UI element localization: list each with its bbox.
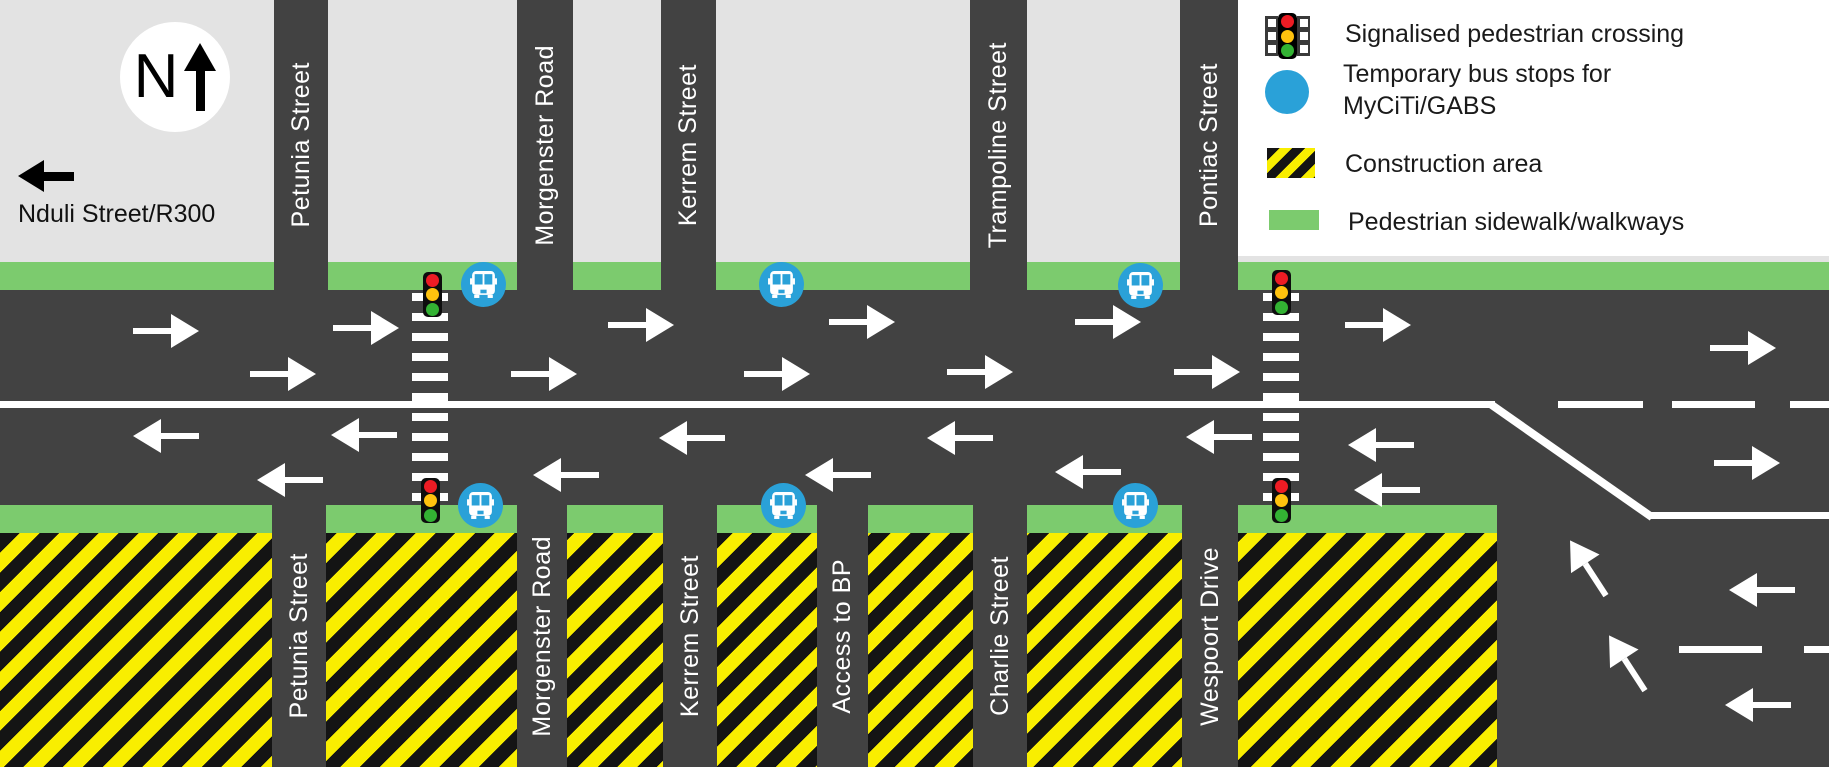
bus-stop-icon — [1118, 263, 1163, 308]
lane-arrow-left — [805, 458, 871, 492]
street-label: Trampoline Street — [984, 41, 1012, 249]
bus-stop-icon — [1113, 483, 1158, 528]
street-label: Kerrem Street — [675, 554, 704, 718]
street-band: Morgenster Road — [517, 505, 567, 767]
legend: Signalised pedestrian crossing Temporary… — [1238, 0, 1829, 256]
street-label: Wespoort Drive — [1195, 546, 1224, 726]
lane-arrow-right — [1714, 446, 1780, 480]
street-band: Charlie Street — [973, 505, 1027, 767]
lane-arrow-left — [1725, 688, 1791, 722]
lane-arrow-left — [533, 458, 599, 492]
lane-dash — [1790, 401, 1829, 408]
street-label: Morgenster Road — [530, 44, 559, 246]
street-label: Kerrem Street — [674, 63, 702, 227]
pedestrian-crossing — [412, 293, 448, 505]
street-label: Petunia Street — [286, 62, 315, 228]
bus-stop-icon — [458, 483, 503, 528]
legend-label-sidewalk: Pedestrian sidewalk/walkways — [1348, 208, 1685, 236]
lane-arrow-left — [1055, 455, 1121, 489]
offmap-street-label: Nduli Street/R300 — [18, 200, 216, 228]
lane-arrow-right — [1174, 355, 1240, 389]
lane-taper-line — [1488, 401, 1655, 521]
street-label: Petunia Street — [284, 553, 313, 719]
street-band: Morgenster Road — [517, 0, 573, 290]
lane-arrow-right — [744, 357, 810, 391]
lane-arrow-left — [1348, 428, 1414, 462]
city-block — [1027, 0, 1180, 262]
street-band: Petunia Street — [272, 505, 326, 767]
lane-arrow-right — [333, 311, 399, 345]
legend-label-construction: Construction area — [1345, 150, 1543, 178]
construction-icon — [1267, 148, 1315, 178]
lane-dash — [1804, 646, 1829, 653]
street-label: Charlie Street — [985, 556, 1014, 716]
legend-label-signal: Signalised pedestrian crossing — [1345, 20, 1685, 48]
traffic-light-icon — [421, 478, 440, 523]
lane-centre-line — [0, 401, 1495, 408]
street-band: Wespoort Drive — [1182, 505, 1238, 767]
signal-crossing-icon — [1265, 13, 1310, 59]
traffic-light-icon — [1272, 478, 1291, 523]
lane-arrow-right — [608, 308, 674, 342]
street-label: Access to BP — [828, 558, 856, 714]
lane-arrow-left — [1729, 573, 1795, 607]
legend-label-bus-line2: MyCiTi/GABS — [1343, 92, 1497, 120]
bus-stop-icon — [461, 262, 506, 307]
lane-arrow-left — [133, 419, 199, 453]
lane-arrow-right — [133, 314, 199, 348]
lane-arrow-right — [1075, 305, 1141, 339]
lane-arrow-right — [1345, 308, 1411, 342]
lane-dash — [1558, 401, 1643, 408]
construction-area — [0, 533, 1497, 767]
lane-arrow-left — [927, 421, 993, 455]
lane-arrow-left — [659, 421, 725, 455]
lane-dash — [1672, 401, 1755, 408]
street-band: Access to BP — [817, 505, 868, 767]
compass-north-label: N — [133, 42, 179, 111]
sidewalk-icon — [1269, 210, 1319, 230]
street-label: Morgenster Road — [527, 535, 556, 737]
lane-arrow-right — [829, 305, 895, 339]
bus-stop-icon — [1265, 70, 1309, 114]
street-band: Trampoline Street — [970, 0, 1027, 290]
lane-arrow-upleft — [1555, 531, 1620, 605]
traffic-light-icon — [423, 272, 442, 317]
bus-stop-icon — [761, 483, 806, 528]
lane-arrow-right — [1710, 331, 1776, 365]
city-block — [573, 0, 661, 262]
street-band: Petunia Street — [274, 0, 328, 290]
pedestrian-crossing — [1263, 293, 1299, 505]
compass: N — [120, 22, 230, 132]
lane-arrow-right — [250, 357, 316, 391]
lane-arrow-left — [331, 418, 397, 452]
lane-arrow-left — [1354, 473, 1420, 507]
street-band: Kerrem Street — [661, 0, 716, 290]
street-band: Pontiac Street — [1180, 0, 1238, 290]
lane-arrow-upleft — [1594, 626, 1659, 700]
city-block — [328, 0, 517, 262]
lane-arrow-right — [511, 357, 577, 391]
west-arrow-icon — [18, 160, 215, 192]
traffic-light-icon — [1272, 270, 1291, 315]
north-arrow-icon — [184, 43, 217, 111]
lane-centre-line — [1650, 512, 1829, 519]
legend-baseline-strip — [1238, 256, 1829, 262]
lane-arrow-left — [257, 463, 323, 497]
lane-arrow-left — [1186, 420, 1252, 454]
lane-arrow-right — [947, 355, 1013, 389]
city-block — [716, 0, 970, 262]
lane-dash — [1679, 646, 1762, 653]
pedestrian-sidewalk — [0, 505, 1497, 533]
offmap-pointer: Nduli Street/R300 — [18, 160, 215, 229]
legend-label-bus-line1: Temporary bus stops for — [1343, 60, 1612, 88]
street-band: Kerrem Street — [663, 505, 717, 767]
bus-stop-icon — [759, 262, 804, 307]
street-label: Pontiac Street — [1194, 62, 1223, 228]
